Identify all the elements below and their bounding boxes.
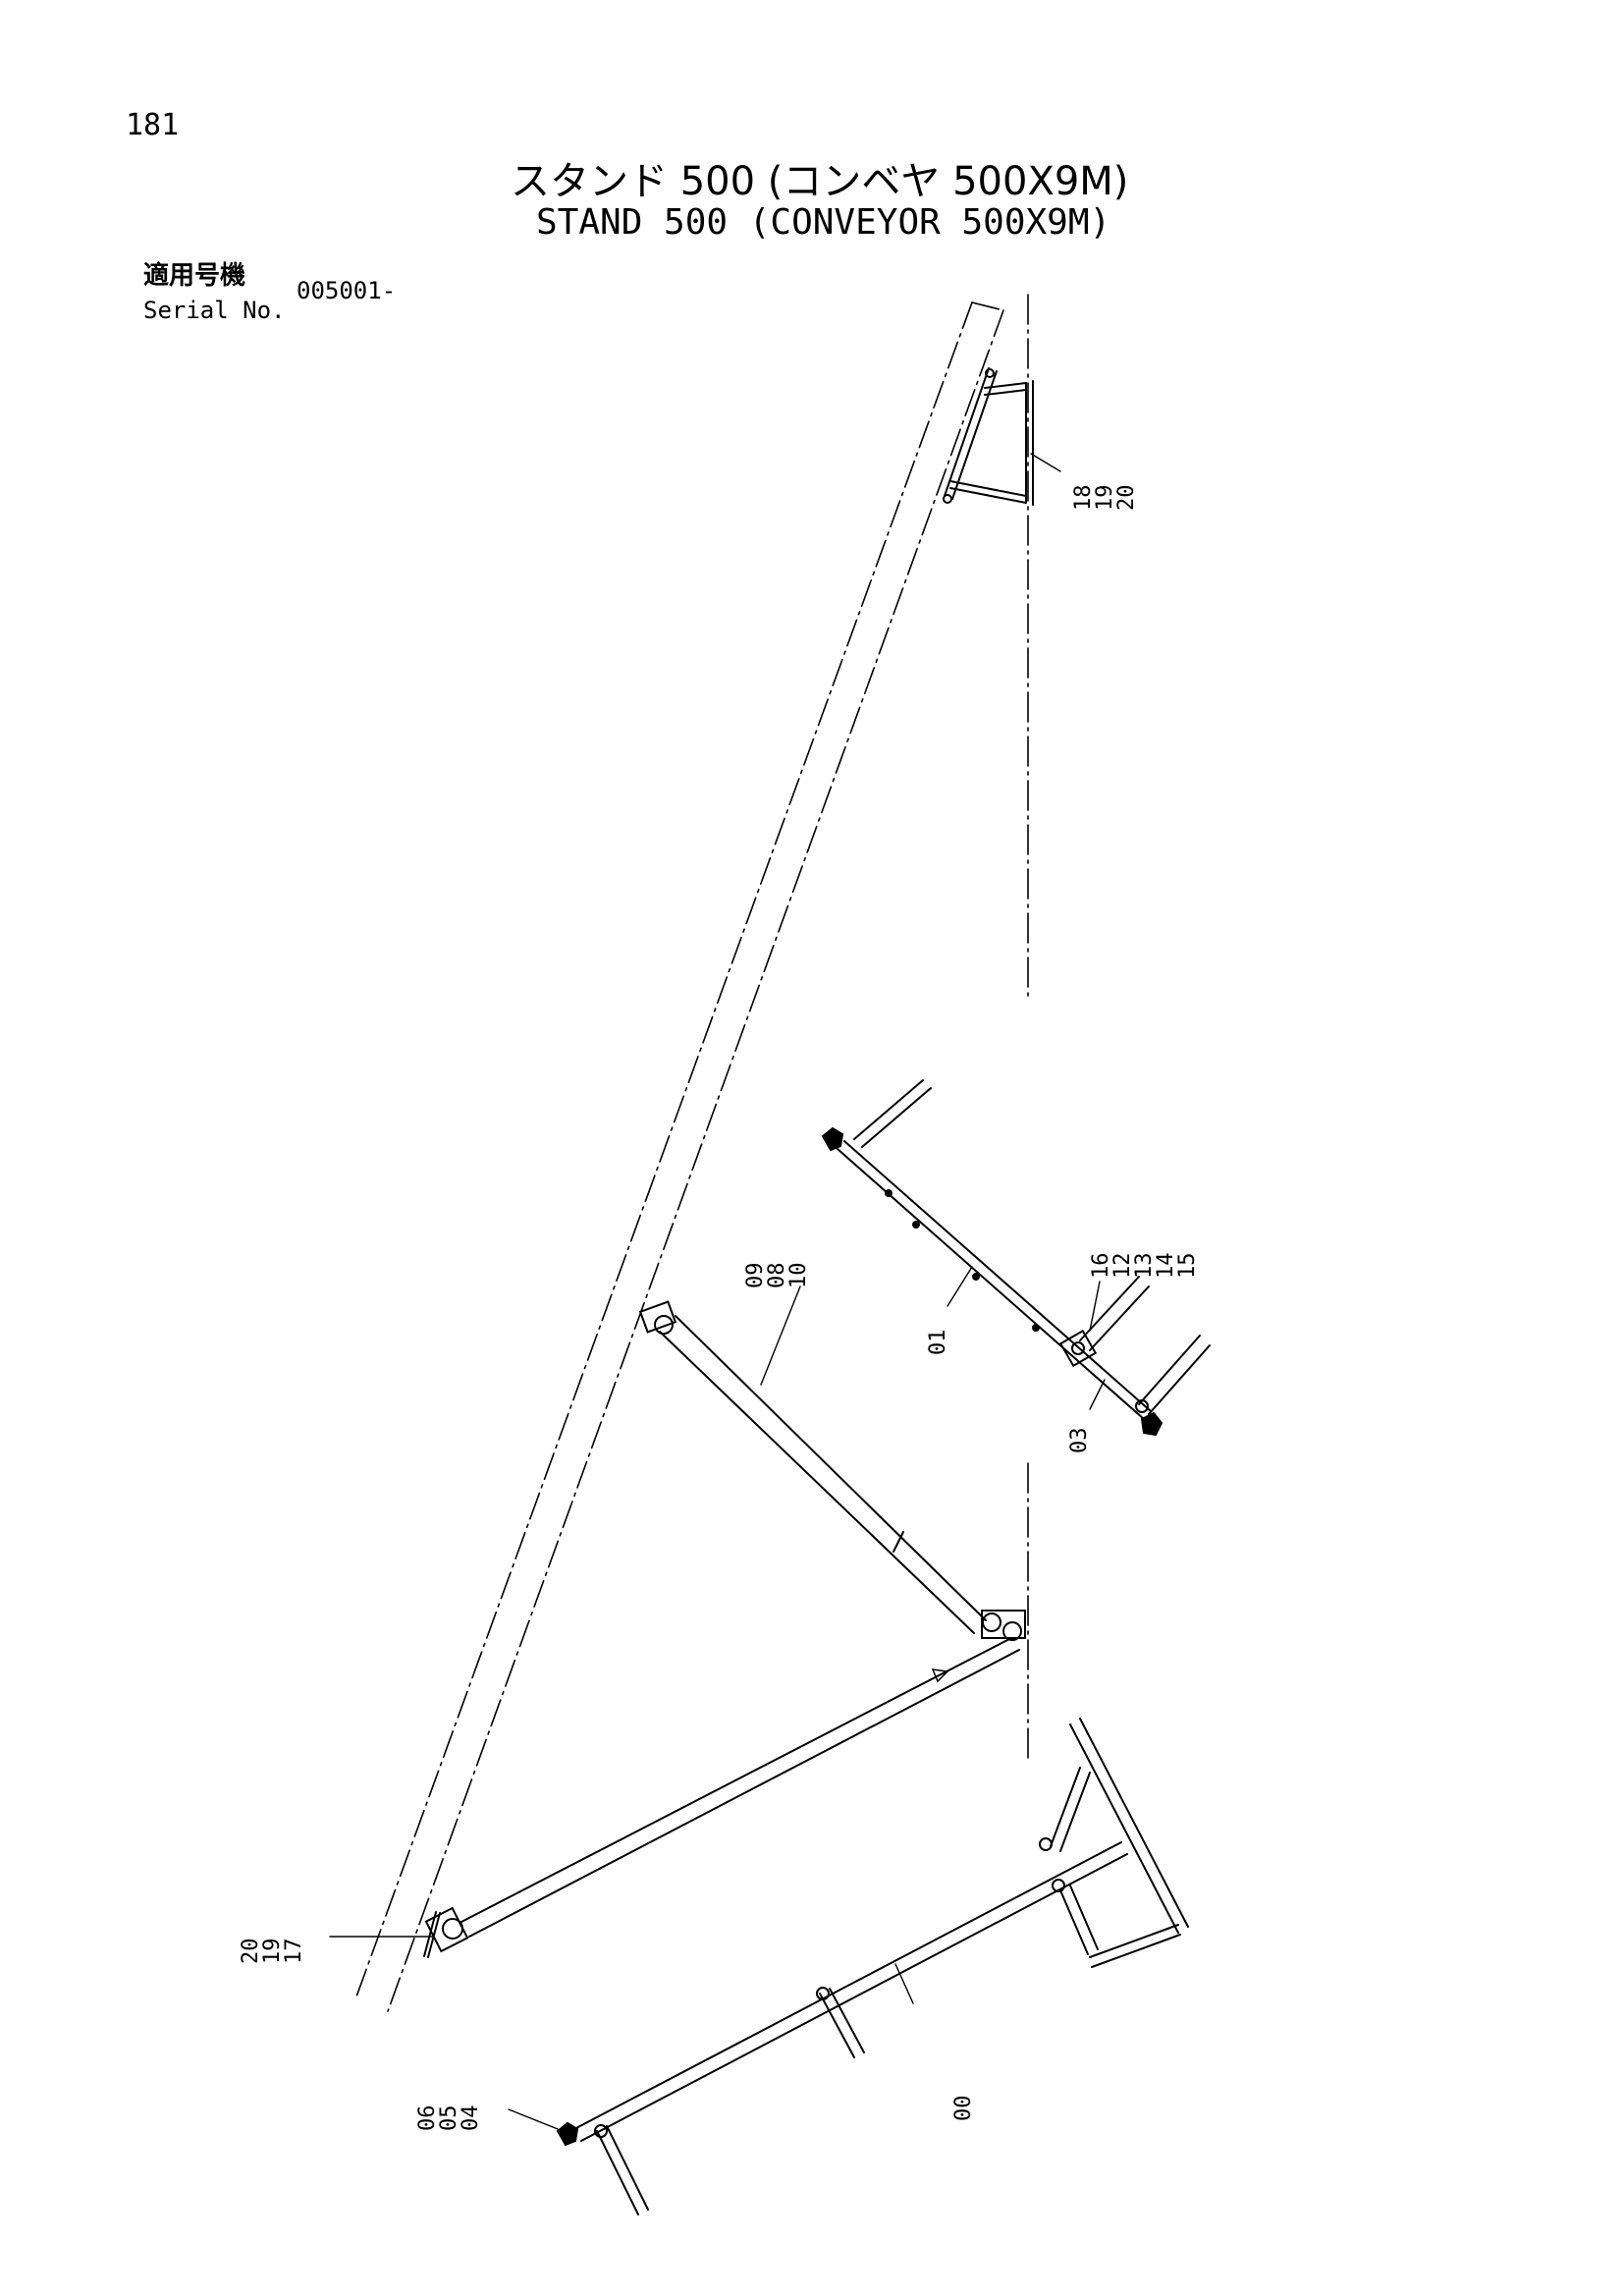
callout-09: 09 — [743, 1263, 768, 1289]
callout-12: 12 — [1110, 1253, 1135, 1280]
top-bracket — [943, 367, 1034, 506]
callout-05: 05 — [437, 2105, 461, 2132]
page-number: 181 — [126, 108, 180, 142]
callout-16: 16 — [1089, 1253, 1113, 1280]
stand-frame — [556, 1718, 1189, 2215]
title-english: STAND 500 (CONVEYOR 500X9M) — [536, 202, 1111, 243]
callout-00: 00 — [951, 2096, 976, 2122]
callout-03: 03 — [1067, 1428, 1092, 1454]
callout-15: 15 — [1175, 1253, 1200, 1280]
callout-20b: 20 — [239, 1939, 263, 1965]
leader-lines — [329, 453, 1106, 2130]
callout-14: 14 — [1154, 1253, 1178, 1280]
callout-18: 18 — [1071, 485, 1096, 512]
callout-01: 01 — [926, 1330, 950, 1356]
serial-label-japanese: 適用号機 — [143, 261, 246, 291]
callout-17: 17 — [282, 1939, 306, 1965]
callout-20: 20 — [1114, 485, 1139, 512]
title-japanese: スタンド 500 (コンベヤ 500X9M) — [511, 159, 1129, 204]
callout-06: 06 — [415, 2105, 440, 2132]
main-leg — [423, 1637, 1020, 1958]
callout-19b: 19 — [260, 1939, 285, 1965]
callout-13: 13 — [1132, 1253, 1157, 1280]
callout-19: 19 — [1093, 485, 1117, 512]
serial-label-english: Serial No. — [143, 297, 286, 324]
callout-08: 08 — [765, 1263, 789, 1289]
callout-10: 10 — [786, 1263, 811, 1289]
serial-number-value: 005001- — [297, 277, 397, 304]
callout-04: 04 — [459, 2105, 483, 2132]
leg-detail — [821, 1079, 1211, 1437]
conveyor-frame — [354, 301, 1004, 2012]
diagonal-brace — [638, 1300, 1026, 1641]
